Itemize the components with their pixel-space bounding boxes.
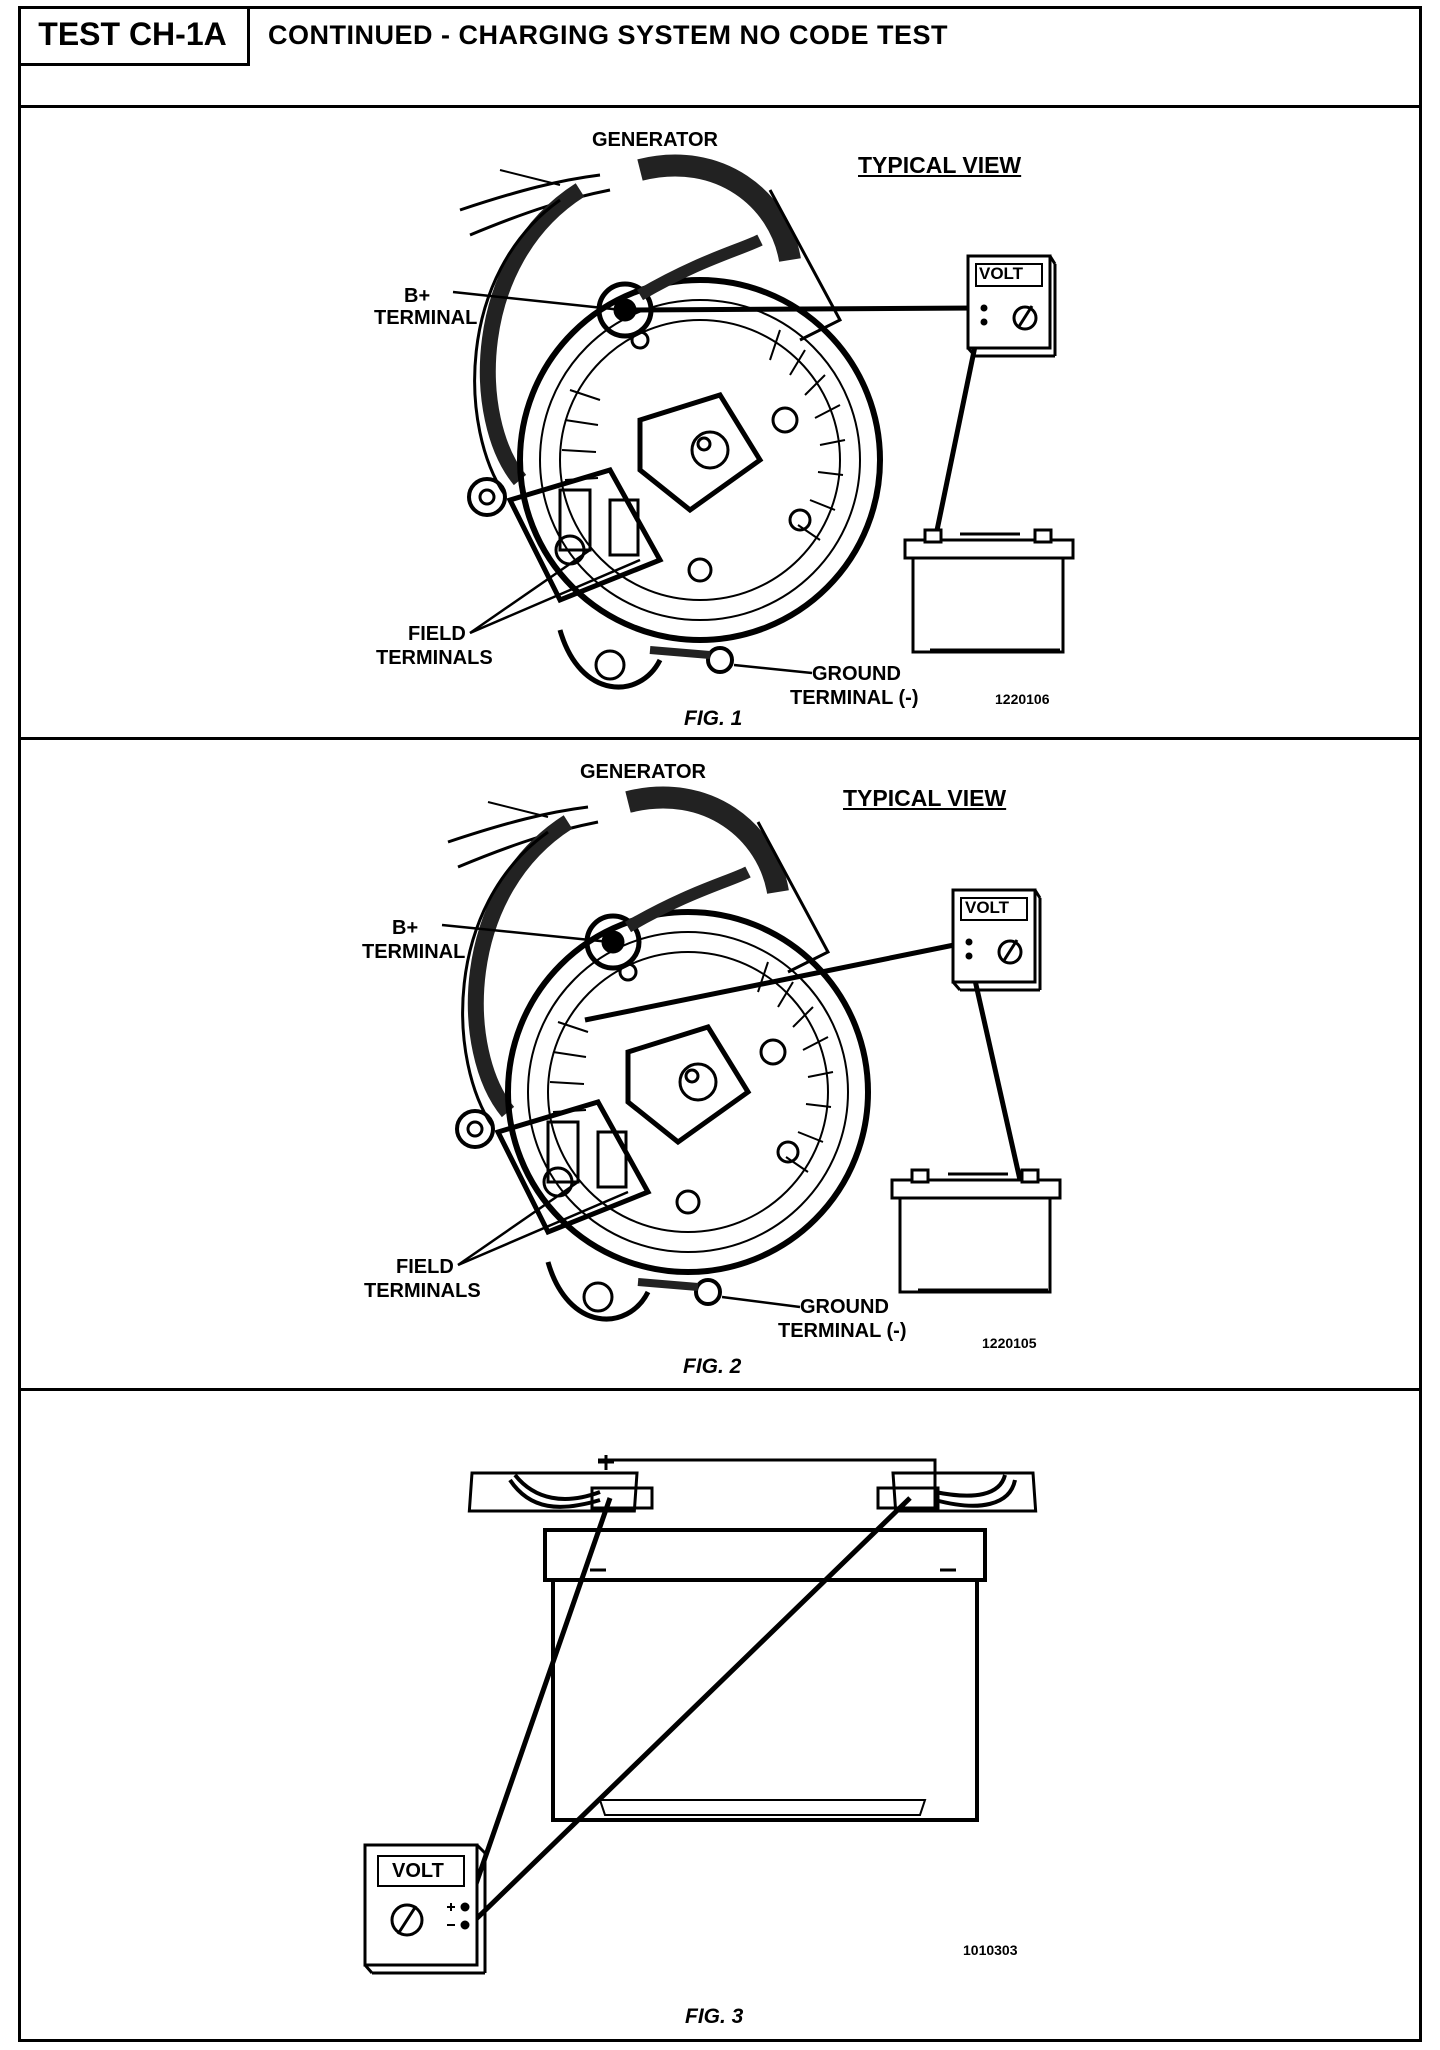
field-label-terminals: TERMINALS — [364, 1280, 481, 1302]
page-frame — [18, 6, 1422, 2042]
ground-label: GROUND — [812, 663, 901, 685]
test-id: TEST CH-1A — [18, 6, 250, 66]
ground-label: GROUND — [800, 1296, 889, 1318]
panel-divider — [18, 1388, 1422, 1391]
figure-caption: FIG. 1 — [684, 707, 743, 730]
voltmeter-label: VOLT — [392, 1860, 444, 1882]
voltmeter-label: VOLT — [979, 264, 1024, 283]
ground-label-terminal: TERMINAL (-) — [778, 1320, 907, 1342]
figure-caption: FIG. 3 — [685, 2005, 744, 2028]
voltmeter-label: VOLT — [965, 898, 1010, 917]
panel-divider — [18, 737, 1422, 740]
page-title: CONTINUED - CHARGING SYSTEM NO CODE TEST — [268, 20, 949, 50]
field-label-terminals: TERMINALS — [376, 647, 493, 669]
b-plus-label: B+ — [392, 917, 419, 939]
ground-label-terminal: TERMINAL (-) — [790, 687, 919, 709]
image-number: 1220106 — [995, 691, 1050, 707]
view-label: TYPICAL VIEW — [858, 152, 1022, 178]
field-label: FIELD — [408, 623, 466, 645]
image-number: 1220105 — [982, 1335, 1037, 1351]
b-plus-label: B+ — [404, 285, 431, 307]
generator-label: GENERATOR — [592, 129, 718, 151]
figure-caption: FIG. 2 — [683, 1355, 742, 1378]
field-label: FIELD — [396, 1256, 454, 1278]
header: TEST CH-1A CONTINUED - CHARGING SYSTEM N… — [18, 6, 1422, 108]
image-number: 1010303 — [963, 1942, 1018, 1958]
generator-label: GENERATOR — [580, 761, 706, 783]
view-label: TYPICAL VIEW — [843, 785, 1007, 811]
b-plus-label-terminal: TERMINAL — [374, 307, 478, 329]
b-plus-label-terminal: TERMINAL — [362, 941, 466, 963]
